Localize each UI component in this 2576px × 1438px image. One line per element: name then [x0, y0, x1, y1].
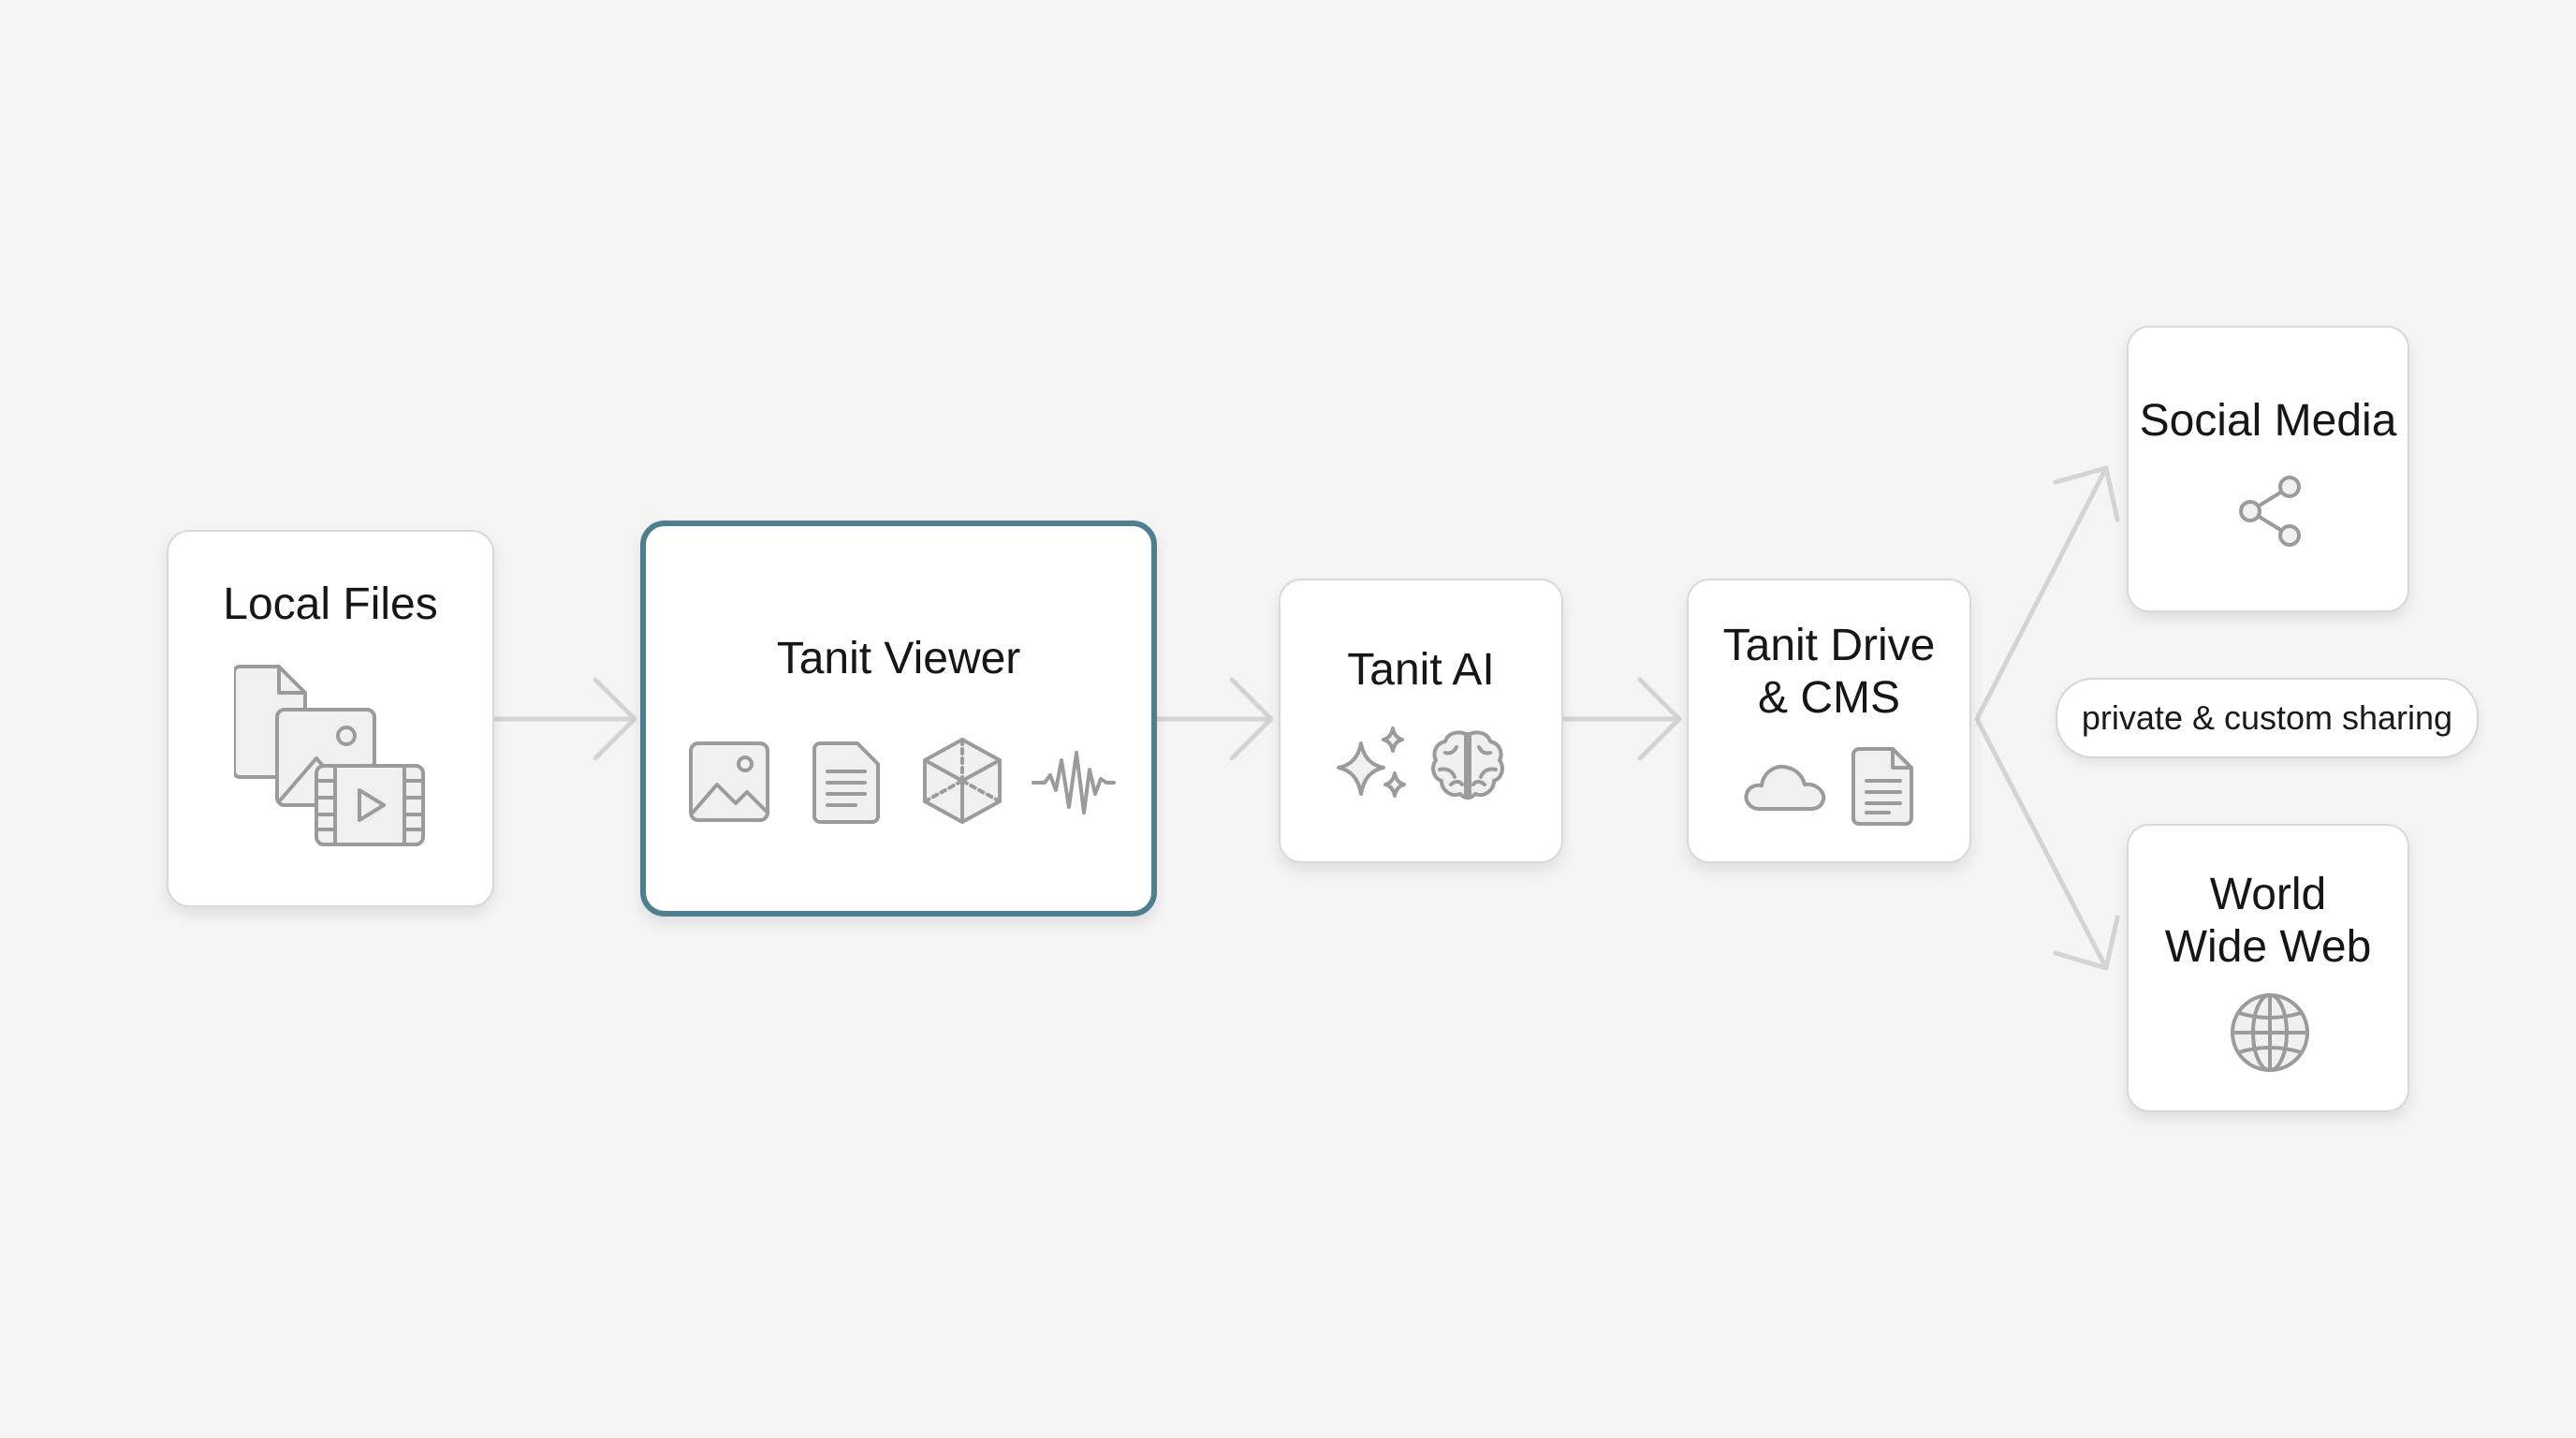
- local-files-stack-icon: [234, 661, 434, 848]
- node-tanit-ai: Tanit AI: [1279, 579, 1563, 863]
- image-icon: [687, 740, 771, 824]
- node-tanit-drive-cms: Tanit Drive & CMS: [1687, 579, 1971, 863]
- arrow-viewer-to-ai: [1154, 677, 1274, 761]
- node-world-wide-web: World Wide Web: [2127, 824, 2409, 1112]
- arrow-ai-to-drive: [1560, 677, 1682, 761]
- globe-icon: [2228, 990, 2312, 1075]
- node-title-line-1: World: [2209, 870, 2327, 919]
- sparkles-icon: [1337, 726, 1412, 801]
- node-local-files: Local Files: [167, 530, 494, 907]
- sharing-label-text: private & custom sharing: [2081, 698, 2453, 737]
- document-icon: [812, 740, 882, 824]
- arrow-drive-to-world-wide-web: [1974, 716, 2120, 971]
- node-title: Social Media: [2139, 396, 2397, 446]
- node-tanit-viewer: Tanit Viewer: [640, 521, 1157, 917]
- arrow-drive-to-social-media: [1974, 465, 2120, 722]
- sharing-label: private & custom sharing: [2056, 678, 2479, 758]
- document-icon: [1852, 745, 1915, 826]
- node-title-line-1: Tanit Drive: [1722, 621, 1936, 670]
- node-title-line-2: & CMS: [1757, 673, 1900, 723]
- node-title: Tanit Viewer: [776, 634, 1021, 683]
- waveform-icon: [1032, 747, 1116, 818]
- share-icon: [2233, 474, 2308, 549]
- node-title: Tanit AI: [1347, 645, 1495, 695]
- brain-icon: [1430, 726, 1505, 801]
- node-social-media: Social Media: [2127, 326, 2409, 612]
- arrow-local-files-to-viewer: [491, 677, 637, 761]
- node-title-line-2: Wide Web: [2164, 922, 2372, 972]
- cloud-icon: [1743, 756, 1827, 813]
- cube-3d-icon: [921, 736, 1003, 826]
- node-title: Local Files: [223, 580, 438, 629]
